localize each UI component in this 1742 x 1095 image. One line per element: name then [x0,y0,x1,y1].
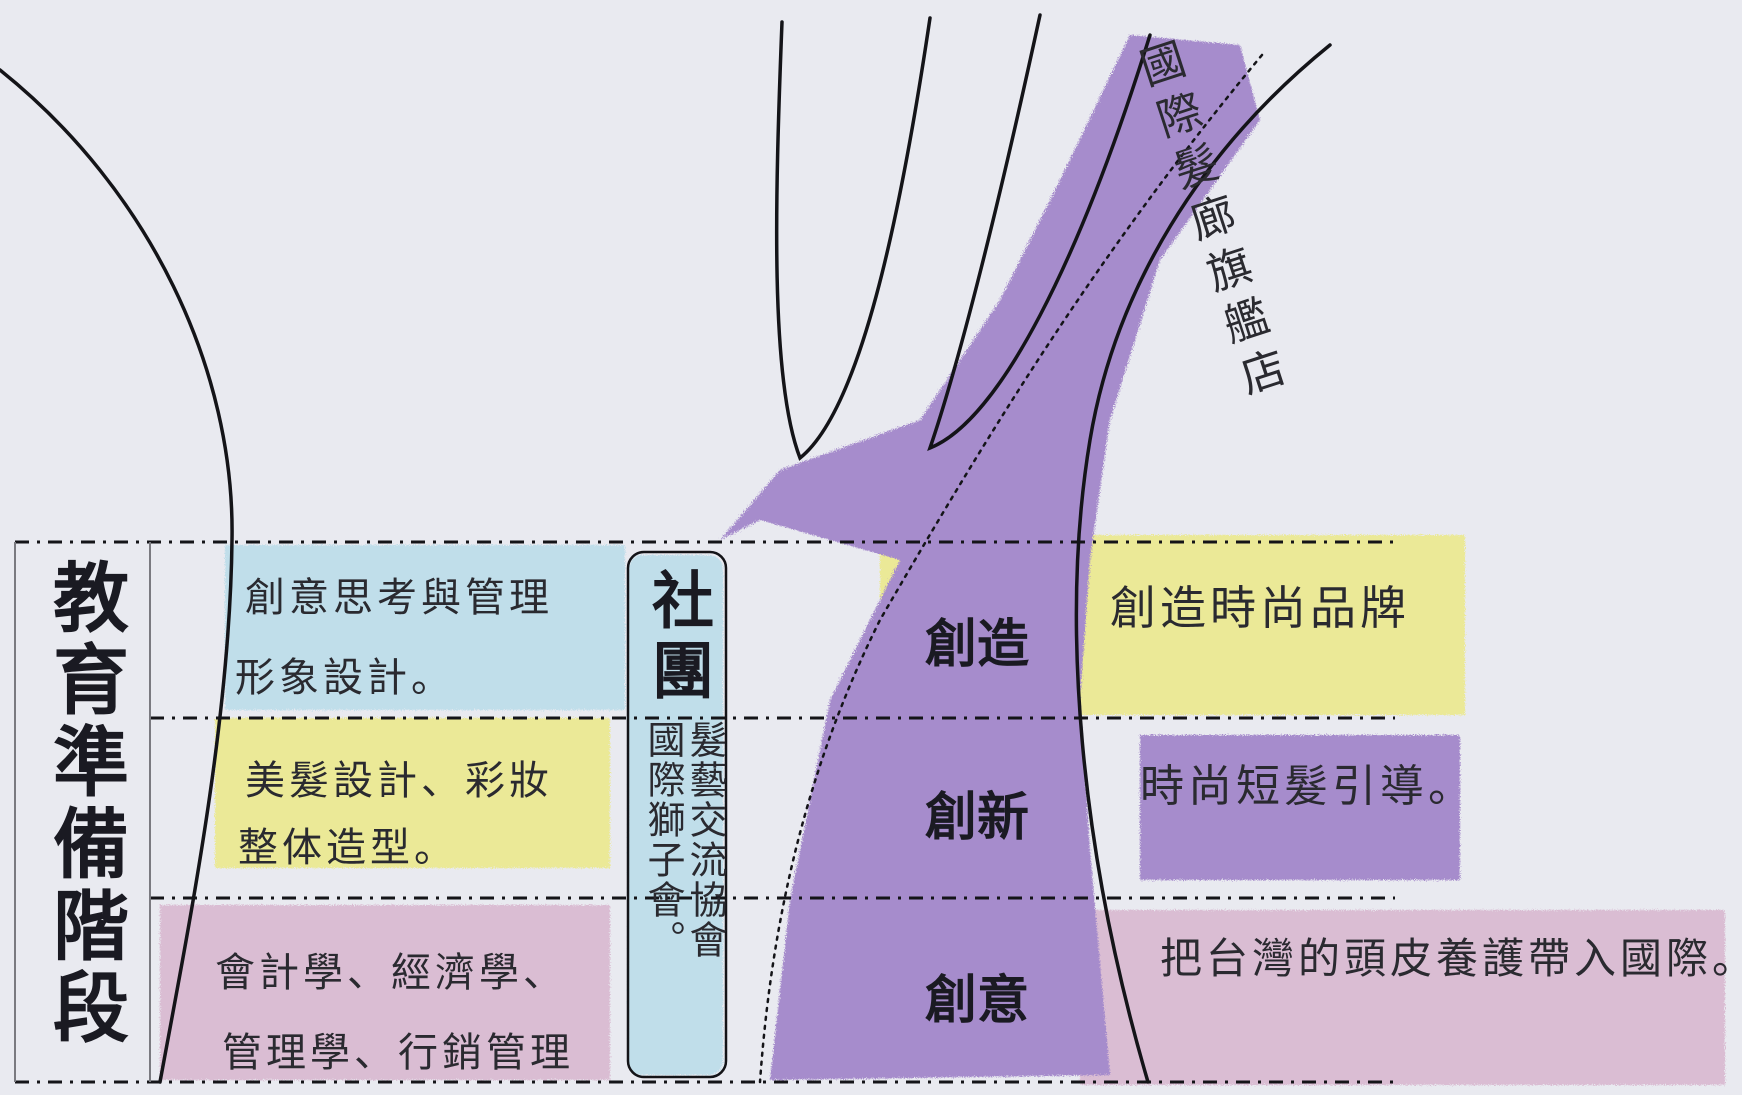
edu-row-2-line-1: 美髮設計、彩妝 [245,758,553,804]
edu-row-1-line-2: 形象設計。 [235,655,455,701]
purple-band-right [1140,735,1460,880]
edu-row-3-line-2: 管理學、行銷管理 [222,1030,574,1076]
pink-band-right [1080,910,1725,1085]
purple-trunk [720,35,1260,1080]
core-label-innovate: 創新 [925,788,1030,848]
pink-band-left [160,905,610,1080]
club-box-fill [628,555,723,1075]
dividers [15,540,1395,1084]
edu-row-2-line-2: 整体造型。 [238,825,458,871]
yellow-band-left [215,718,610,868]
goal-1: 創造時尚品牌 [1110,581,1410,635]
branch-left-loop [774,16,932,461]
color-fills [160,35,1725,1085]
branch-middle-loop [927,13,1152,452]
goal-2: 時尚短髮引導。 [1140,761,1476,812]
goal-3: 把台灣的頭皮養護帶入國際。 [1160,934,1742,983]
core-label-idea: 創意 [925,971,1030,1031]
stage-title: 教育準備階段 [40,558,129,1050]
right-trunk-line [1074,43,1332,1084]
tree-outlines [0,13,1332,1084]
edu-row-3-line-1: 會計學、經濟學、 [215,950,567,996]
dotted-branch-line [758,53,1264,1084]
stage-title-box [14,542,151,1082]
edu-row-1-line-1: 創意思考與管理 [245,575,553,621]
left-trunk-line [0,68,234,1084]
blue-band [225,545,625,710]
club-column-2: 國際獅子會。 [641,720,685,960]
club-title: 社團 [641,568,714,708]
core-label-create: 創造 [925,615,1030,675]
club-column-1: 髮藝交流協會 [683,720,727,960]
club-box-border [626,550,728,1079]
